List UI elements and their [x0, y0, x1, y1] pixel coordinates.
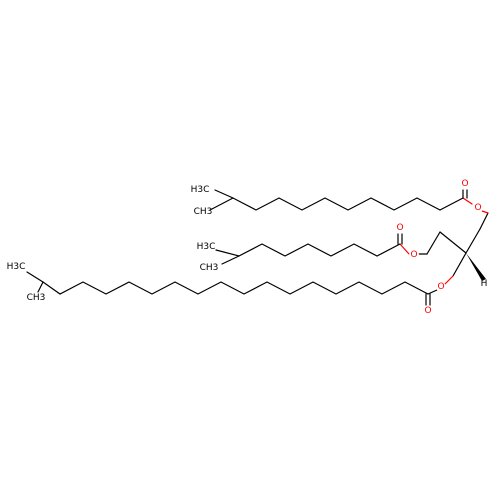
atom-label-stereo-h: H: [481, 279, 488, 289]
atom-label-carbonyl-o-mid: O: [395, 223, 405, 233]
svg-text:O: O: [396, 223, 403, 233]
atom-label-methyl-mid-b: CH3: [200, 263, 219, 273]
atom-label-ester-o-mid: O: [409, 250, 419, 260]
atom-label-carbonyl-o-top: O: [460, 179, 470, 189]
atom-label-carbonyl-o-low: O: [423, 306, 433, 316]
atom-label-ester-o-low: O: [436, 282, 446, 292]
svg-text:O: O: [437, 282, 444, 292]
svg-text:O: O: [424, 306, 431, 316]
atom-label-ethyl-end: H3C: [7, 262, 26, 272]
svg-text:O: O: [474, 203, 481, 213]
svg-text:H3C: H3C: [191, 185, 210, 195]
svg-text:H3C: H3C: [7, 262, 26, 272]
top-acyl-chain: [209, 189, 489, 214]
svg-text:H: H: [481, 279, 488, 289]
svg-text:CH3: CH3: [200, 263, 219, 273]
glycerol-backbone: [426, 212, 489, 281]
svg-text:H3C: H3C: [197, 242, 216, 252]
stereo-wedge: [466, 253, 486, 281]
atom-label-methyl-top-a: H3C: [191, 185, 210, 195]
lower-acyl-chain: [26, 271, 454, 306]
atom-label-methyl-mid-a: H3C: [197, 242, 216, 252]
svg-text:O: O: [410, 250, 417, 260]
svg-text:CH3: CH3: [27, 293, 46, 303]
svg-text:O: O: [461, 179, 468, 189]
atom-label-ester-o-top: O: [473, 203, 483, 213]
atom-label-methyl-top-b: CH3: [194, 207, 213, 217]
svg-text:CH3: CH3: [194, 207, 213, 217]
atom-label-methyl-low: CH3: [27, 293, 46, 303]
middle-acyl-chain: [215, 233, 428, 265]
